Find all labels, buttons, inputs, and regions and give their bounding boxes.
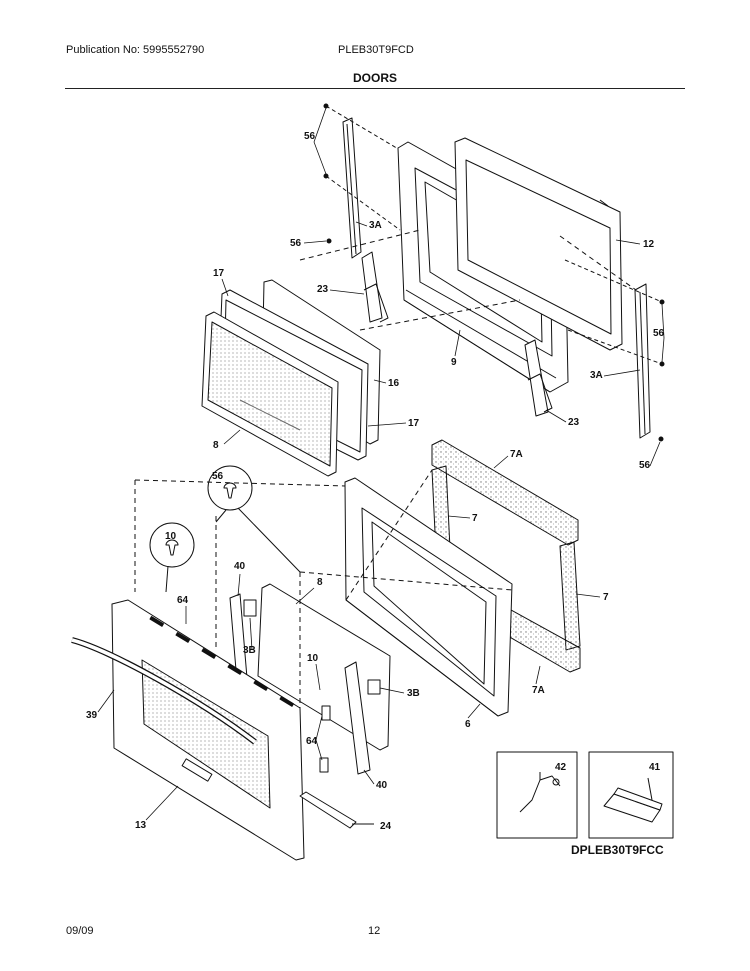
callout-7a: 7A — [532, 685, 545, 696]
callout-9: 9 — [451, 357, 457, 368]
page-number: 12 — [368, 925, 381, 937]
callout-7: 7 — [603, 592, 609, 603]
section-title: DOORS — [352, 71, 397, 85]
callout-24: 24 — [380, 821, 392, 832]
publication-number: Publication No: 5995552790 — [66, 44, 205, 56]
hinge-right-part — [524, 339, 553, 417]
callout-7: 7 — [472, 513, 478, 524]
callout-3a: 3A — [369, 220, 382, 231]
callout-41: 41 — [649, 762, 661, 773]
outer-door-part — [111, 599, 305, 861]
callout-3a: 3A — [590, 370, 603, 381]
glass-pack-part — [201, 279, 381, 477]
header-rule — [65, 88, 685, 89]
callout-7a: 7A — [510, 449, 523, 460]
callout-56: 56 — [639, 460, 651, 471]
callout-40: 40 — [234, 561, 246, 572]
callout-64: 64 — [306, 736, 318, 747]
side-trim-left-part — [342, 117, 362, 259]
callout-42: 42 — [555, 762, 567, 773]
callout-8: 8 — [213, 440, 219, 451]
callout-64: 64 — [177, 595, 189, 606]
callout-13: 13 — [135, 820, 147, 831]
callout-3b: 3B — [243, 645, 256, 656]
callout-23: 23 — [317, 284, 329, 295]
screw-callout — [149, 465, 253, 568]
detail-box-bracket-2 — [588, 751, 674, 839]
diagram-code: DPLEB30T9FCC — [571, 843, 664, 857]
callout-10: 10 — [307, 653, 319, 664]
door-back-panel-part — [454, 137, 623, 351]
callout-40: 40 — [376, 780, 388, 791]
bottom-bracket-part — [299, 791, 374, 829]
callout-3b: 3B — [407, 688, 420, 699]
callout-39: 39 — [86, 710, 98, 721]
callout-56: 56 — [304, 131, 316, 142]
callout-56: 56 — [290, 238, 302, 249]
callout-23: 23 — [568, 417, 580, 428]
detail-box-bracket — [496, 751, 578, 839]
side-trim-right-part — [634, 283, 651, 439]
callout-56: 56 — [212, 471, 224, 482]
footer-date: 09/09 — [66, 925, 94, 937]
callout-17: 17 — [213, 268, 225, 279]
callout-56: 56 — [653, 328, 665, 339]
callout-6: 6 — [465, 719, 471, 730]
screw-part — [323, 103, 332, 244]
hinge-left-part — [361, 251, 389, 323]
callout-8: 8 — [317, 577, 323, 588]
model-number: PLEB30T9FCD — [338, 44, 414, 56]
callout-12: 12 — [643, 239, 655, 250]
callout-16: 16 — [388, 378, 400, 389]
callout-17: 17 — [408, 418, 420, 429]
callout-10: 10 — [165, 531, 177, 542]
